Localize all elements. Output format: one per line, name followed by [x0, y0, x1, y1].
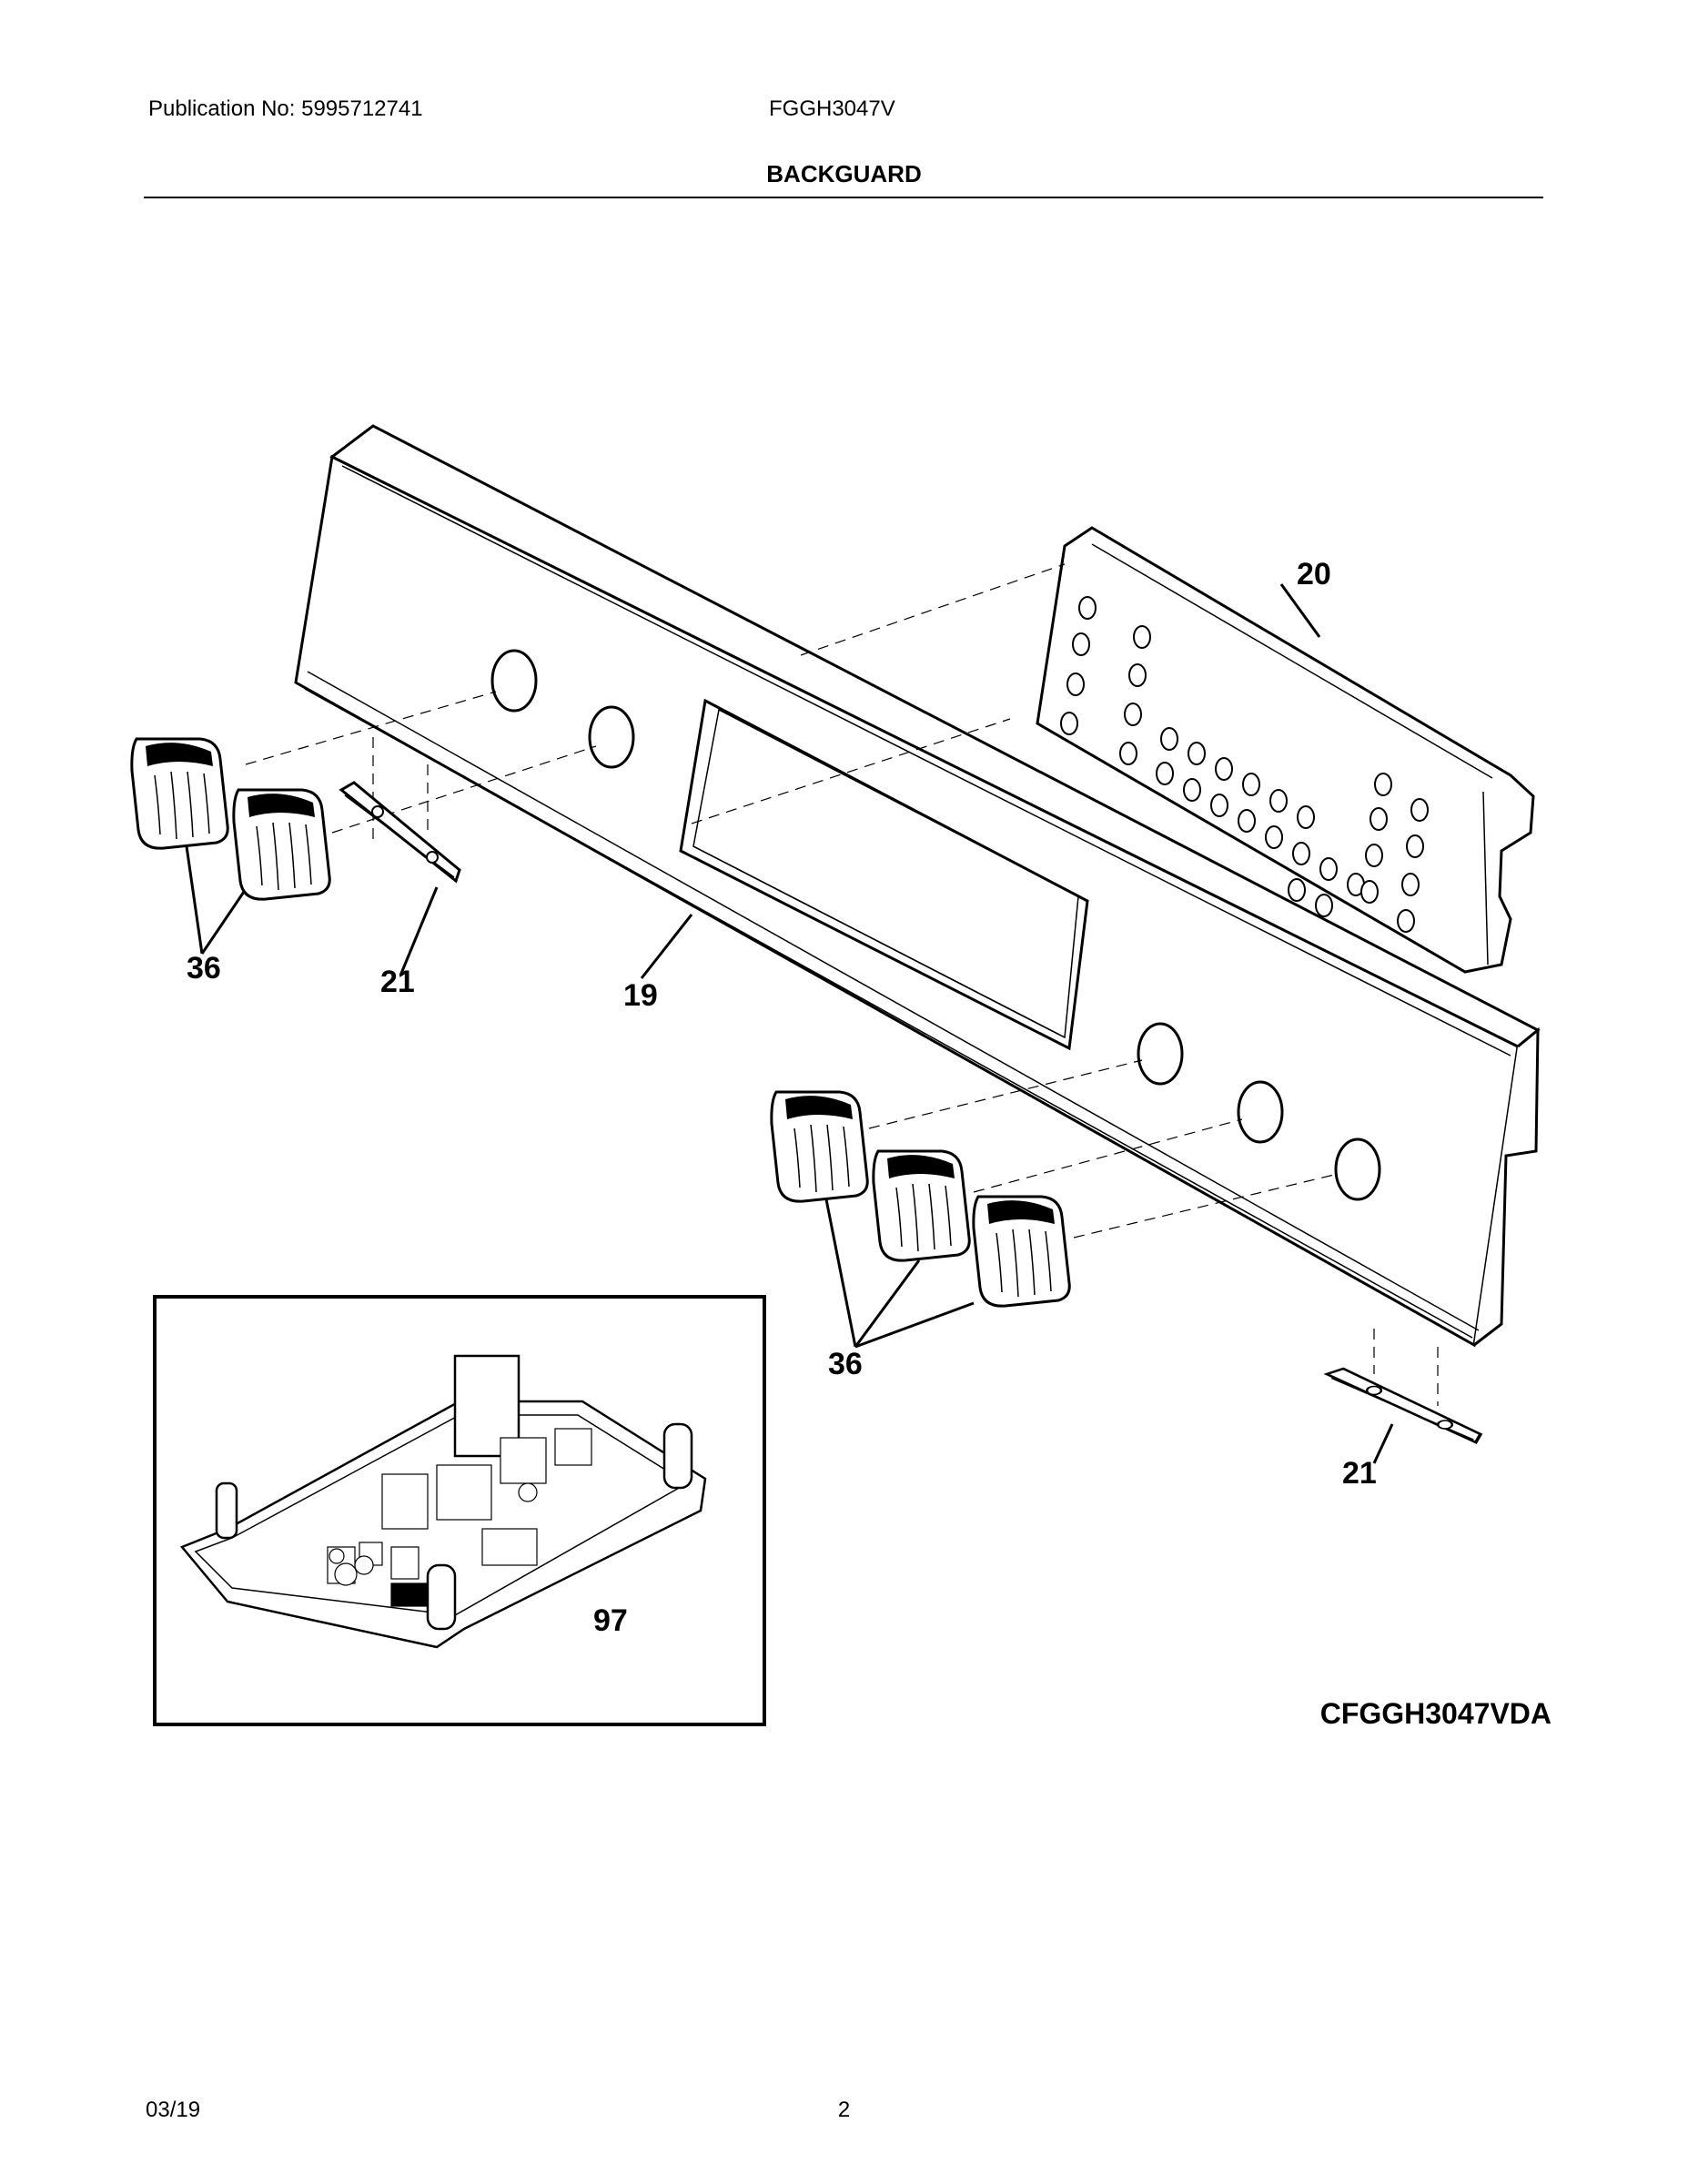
- diagram-code: CFGGH3047VDA: [1319, 1697, 1552, 1730]
- bracket-right: [1325, 1367, 1482, 1444]
- header-rule: [144, 197, 1543, 198]
- callout-21-left: 21: [380, 965, 415, 999]
- knob-right-3: [972, 1195, 1071, 1308]
- control-board: [179, 1354, 707, 1649]
- backguard-panel: [294, 424, 1541, 1348]
- footer-date: 03/19: [146, 2098, 201, 2122]
- display-board: [1036, 526, 1535, 974]
- callout-21-right: 21: [1342, 1456, 1377, 1491]
- publication-number: Publication No: 5995712741: [148, 96, 423, 121]
- callout-36-left: 36: [187, 951, 221, 986]
- callout-97: 97: [593, 1603, 628, 1638]
- knob-left-1: [130, 737, 229, 850]
- section-title: BACKGUARD: [766, 160, 922, 187]
- callout-20: 20: [1297, 557, 1331, 592]
- knob-left-2: [232, 788, 331, 901]
- footer-page-number: 2: [837, 2098, 851, 2122]
- knob-right-2: [872, 1149, 971, 1262]
- bracket-left: [339, 781, 461, 883]
- knob-right-1: [770, 1090, 869, 1203]
- callout-36-right: 36: [828, 1347, 863, 1381]
- callout-19: 19: [623, 978, 658, 1013]
- model-number: FGGH3047V: [769, 96, 895, 121]
